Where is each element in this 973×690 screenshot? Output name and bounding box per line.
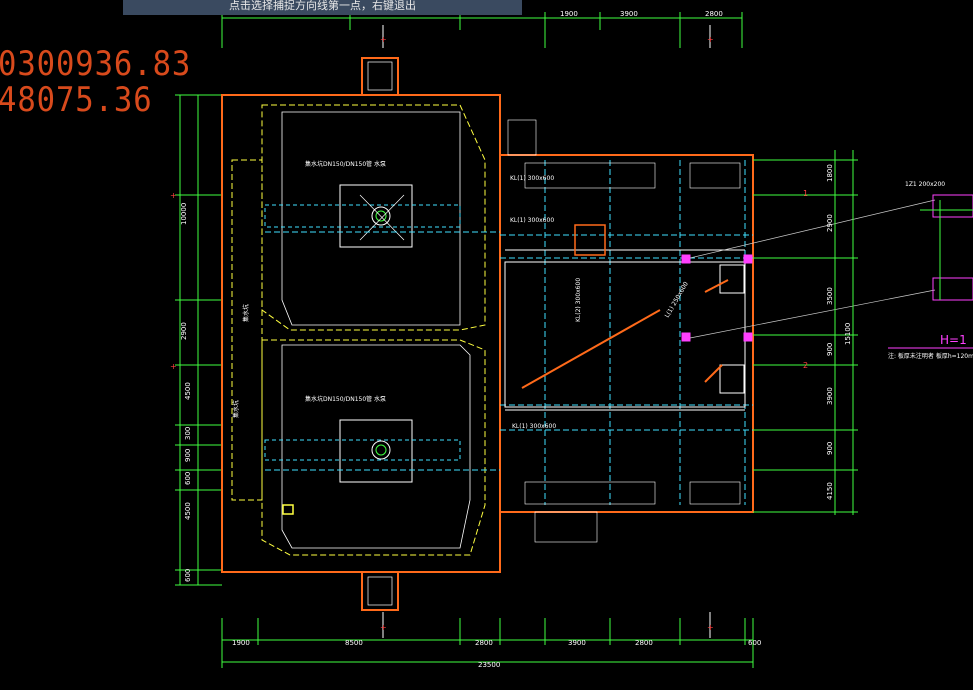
beam-lines [265, 160, 753, 505]
hatched-grates [507, 119, 741, 543]
tank-walls [231, 104, 486, 556]
command-prompt-bar: 点击选择捕捉方向线第一点，右键退出 [123, 0, 522, 15]
bottom-dimension-chain [221, 618, 754, 668]
top-dim-3: 2800 [705, 10, 723, 18]
left-dim-7: 4500 [184, 502, 192, 520]
beam-label-1: KL(1) 300x600 [510, 217, 554, 224]
bottom-dim-1: 1900 [232, 639, 250, 647]
stair-opening [574, 224, 606, 256]
right-dim-1: 1800 [826, 164, 834, 182]
side-label-2: 集水坑 [232, 400, 240, 418]
left-dim-6: 600 [184, 472, 192, 485]
coordinate-y-readout: 48075.36 [0, 80, 153, 120]
right-dimension-chain [753, 150, 858, 515]
grid-mark-bottom-1: + [380, 623, 387, 632]
grid-mark-left-2: + [170, 362, 177, 371]
right-dim-2: 2900 [826, 214, 834, 232]
bottom-dim-total: 23500 [478, 661, 500, 669]
right-tag: 1Z1 200x200 [905, 181, 945, 188]
beam-label-3: KL(2) 300x600 [575, 278, 582, 322]
top-dimension-chain [221, 12, 743, 48]
pump-sump-lower [264, 419, 461, 483]
grid-mark-right-1: 1 [803, 189, 808, 198]
selected-grip[interactable] [282, 504, 294, 515]
sump-label-lower: 集水坑DN150/DN150管 水泵 [305, 395, 386, 403]
left-dim-4: 300 [184, 427, 192, 440]
left-dim-1: 10000 [180, 203, 188, 225]
sump-label-upper: 集水坑DN150/DN150管 水泵 [305, 160, 386, 168]
right-dim-total: 15100 [844, 323, 852, 345]
bottom-dim-2: 8500 [345, 639, 363, 647]
left-dim-2: 2900 [180, 322, 188, 340]
right-dim-5: 3900 [826, 387, 834, 405]
grid-mark-bottom-2: + [707, 623, 714, 632]
bottom-dim-5: 2800 [635, 639, 653, 647]
bottom-dim-6: 600 [748, 639, 761, 647]
right-dim-7: 4150 [826, 482, 834, 500]
beam-label-4: L(1) 250x600 [664, 281, 690, 319]
bottom-dim-3: 2800 [475, 639, 493, 647]
bottom-dim-labels: 1900 8500 2800 3900 2800 600 23500 [232, 639, 761, 669]
top-dim-2: 3900 [620, 10, 638, 18]
left-dimension-chain [175, 94, 222, 586]
top-dim-1: 1900 [560, 10, 578, 18]
right-dim-labels: 1800 2900 3500 900 3900 900 4150 15100 [826, 164, 852, 500]
grid-mark-top-1: + [380, 35, 387, 44]
slab-break-lines [521, 279, 729, 389]
right-dim-3: 3500 [826, 287, 834, 305]
side-label-1: 集水坑 [242, 304, 250, 322]
beam-label-2: KL(1) 300x600 [510, 175, 554, 182]
left-dim-8: 600 [184, 569, 192, 582]
left-dim-5: 900 [184, 449, 192, 462]
slab-note: 注: 板厚未注明者 板厚h=120mm [888, 352, 973, 360]
right-dim-6: 900 [826, 442, 834, 455]
bottom-dim-4: 3900 [568, 639, 586, 647]
grid-mark-left-1: + [170, 191, 177, 200]
left-dim-labels: 10000 2900 4500 300 900 600 4500 600 [180, 203, 192, 582]
grid-axis-markers-bottom [382, 612, 711, 638]
left-dim-3: 4500 [184, 382, 192, 400]
command-prompt-text: 点击选择捕捉方向线第一点，右键退出 [229, 0, 416, 12]
beam-label-5: KL(1) 300x600 [512, 423, 556, 430]
right-level-label: H=1 [940, 333, 967, 347]
leader-lines [689, 199, 936, 339]
grid-mark-right-2: 2 [803, 361, 808, 370]
coordinate-x-readout: 0300936.83 [0, 44, 192, 84]
right-dim-4: 900 [826, 343, 834, 356]
column-nodes [681, 254, 753, 342]
grid-axis-markers-top [382, 25, 711, 48]
tank-inner-lines [281, 111, 471, 549]
pit-grates [367, 61, 393, 606]
main-outline [221, 57, 754, 611]
grid-mark-top-2: + [707, 35, 714, 44]
right-detail [888, 194, 973, 349]
pump-sump-upper [264, 184, 461, 248]
